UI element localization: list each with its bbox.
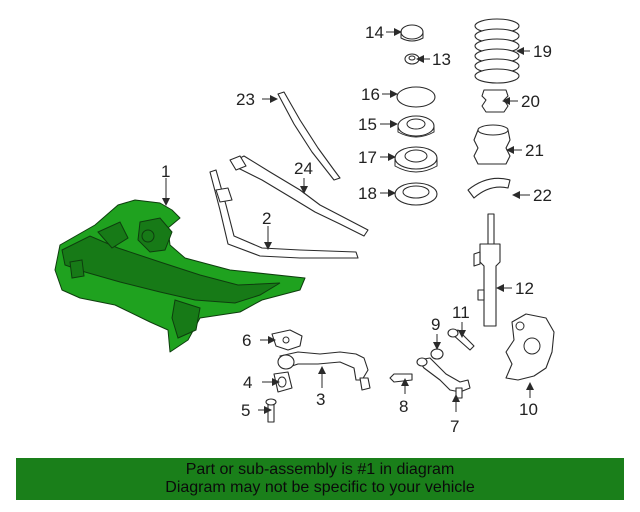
reinforcement-rod[interactable] (277, 91, 341, 181)
wishbone-3[interactable] (277, 351, 371, 391)
callout-20: 20 (521, 92, 540, 111)
bolt-5[interactable] (265, 398, 277, 423)
spring-pad-18[interactable] (394, 182, 438, 206)
dust-cap-16[interactable] (396, 86, 436, 108)
callout-15: 15 (358, 115, 377, 134)
bushing-4[interactable] (273, 371, 293, 393)
callout-3: 3 (316, 390, 325, 409)
bump-stop-20[interactable] (481, 89, 509, 113)
callout-8: 8 (399, 397, 408, 416)
spring-pad-22[interactable] (467, 177, 511, 199)
callout-labels: 1 2 3 4 5 6 7 8 9 10 11 12 13 14 15 16 1… (161, 23, 552, 436)
callout-5: 5 (241, 401, 250, 420)
bolt-8[interactable] (389, 373, 413, 383)
callout-12: 12 (515, 279, 534, 298)
dust-boot-21[interactable] (473, 124, 511, 165)
strut-mount-15[interactable] (397, 115, 435, 138)
nut-13[interactable] (404, 53, 420, 65)
callout-19: 19 (533, 42, 552, 61)
callout-10: 10 (519, 400, 538, 419)
callout-23: 23 (236, 90, 255, 109)
callout-4: 4 (243, 373, 252, 392)
callout-16: 16 (361, 85, 380, 104)
control-arm-7[interactable] (416, 357, 471, 399)
tension-strut[interactable] (229, 155, 369, 237)
stabilizer-brace[interactable] (209, 169, 359, 259)
callout-7: 7 (450, 417, 459, 436)
coil-spring-19[interactable] (474, 18, 520, 84)
parts-diagram: 1 2 3 4 5 6 7 8 9 10 11 12 13 14 15 16 1… (54, 18, 555, 436)
callout-18: 18 (358, 184, 377, 203)
callout-6: 6 (242, 331, 251, 350)
callout-24: 24 (294, 159, 313, 178)
leader-lines (162, 28, 534, 414)
spring-seat-17[interactable] (394, 146, 438, 173)
callout-14: 14 (365, 23, 384, 42)
callout-22: 22 (533, 186, 552, 205)
subframe-highlighted[interactable] (54, 199, 306, 353)
info-banner: Part or sub-assembly is #1 in diagram Di… (16, 458, 624, 500)
callout-17: 17 (358, 148, 377, 167)
callout-21: 21 (525, 141, 544, 160)
callout-13: 13 (432, 50, 451, 69)
callout-9: 9 (431, 315, 440, 334)
callout-1: 1 (161, 162, 170, 181)
nut-9[interactable] (430, 348, 444, 360)
banner-line-2: Diagram may not be specific to your vehi… (165, 479, 475, 496)
steering-knuckle-10[interactable] (505, 313, 555, 381)
bracket-6[interactable] (271, 329, 303, 351)
nut-cap-14[interactable] (400, 24, 424, 42)
bolt-11[interactable] (447, 328, 475, 351)
callout-2: 2 (262, 209, 271, 228)
banner-line-1: Part or sub-assembly is #1 in diagram (185, 461, 455, 478)
strut-assembly-12[interactable] (473, 213, 501, 327)
callout-11: 11 (452, 303, 470, 322)
